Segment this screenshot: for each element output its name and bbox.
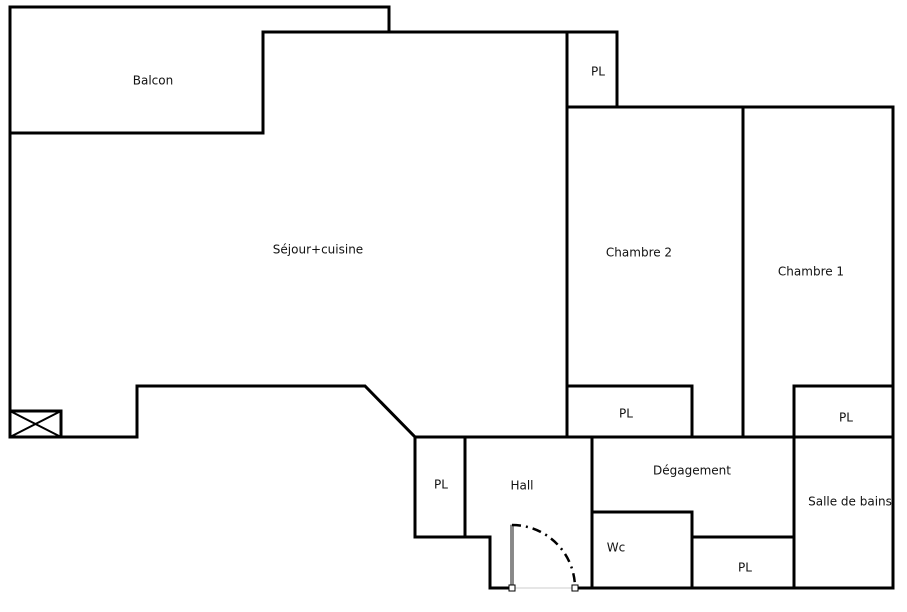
label-pl-chambre1: PL [839, 411, 853, 425]
wall-balcon [8, 30, 619, 135]
walls [8, 5, 895, 590]
label-pl-chambre2: PL [619, 407, 633, 421]
wall-outer-left [8, 5, 391, 439]
wall-wc [590, 510, 694, 590]
label-degagement: Dégagement [653, 464, 731, 478]
label-sejour: Séjour+cuisine [273, 243, 363, 257]
room-labels: Balcon Séjour+cuisine PL Chambre 2 Chamb… [133, 65, 892, 575]
label-balcon: Balcon [133, 74, 173, 88]
wall-sejour-bottom [8, 384, 514, 590]
label-pl-top: PL [591, 65, 605, 79]
label-hall: Hall [510, 479, 533, 493]
kitchen-duct-icon [8, 409, 63, 439]
label-salle-de-bains: Salle de bains [808, 495, 892, 509]
label-chambre1: Chambre 1 [778, 265, 844, 279]
entry-door-icon [508, 523, 579, 592]
label-pl-wc: PL [738, 561, 752, 575]
label-pl-entry: PL [434, 478, 448, 492]
wall-pl-chambre2 [565, 384, 694, 439]
label-wc: Wc [607, 541, 625, 555]
wall-pl-chambre1 [792, 384, 895, 439]
wall-outer-right [565, 105, 895, 590]
label-chambre2: Chambre 2 [606, 246, 672, 260]
